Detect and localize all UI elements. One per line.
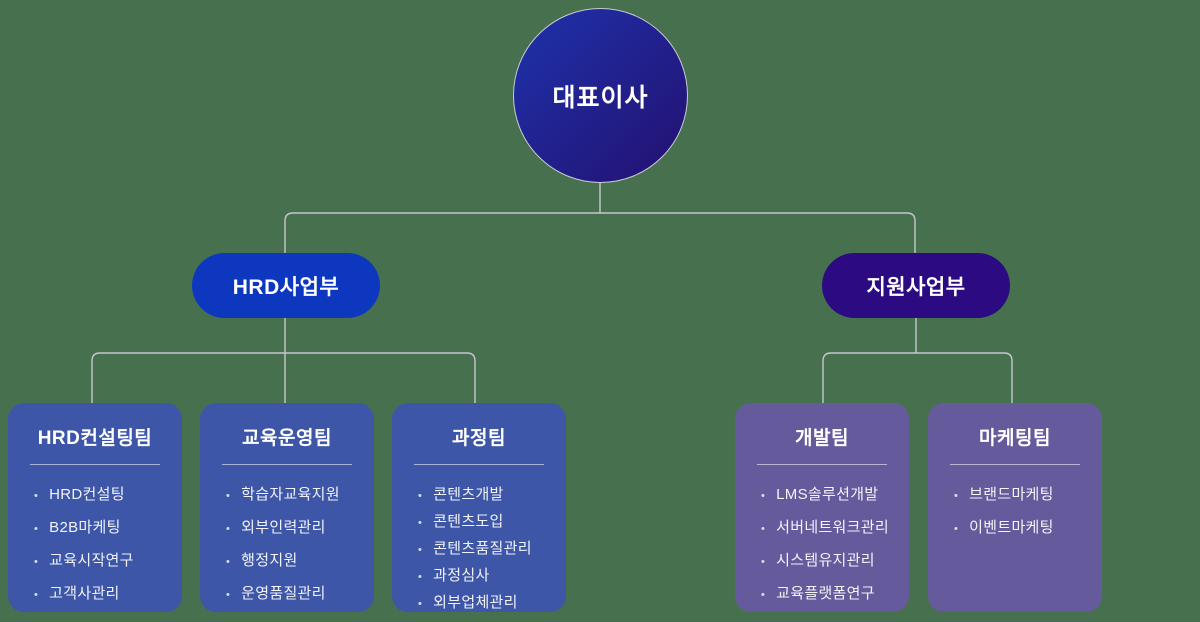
list-item: • 이벤트마케팅 bbox=[954, 518, 1094, 539]
list-item: • 시스템유지관리 bbox=[761, 551, 901, 572]
team-title: 과정팀 bbox=[452, 428, 506, 449]
list-item: • 행정지원 bbox=[226, 551, 366, 572]
list-item: • 운영품질관리 bbox=[226, 584, 366, 605]
team-box-hrd-consulting: HRD컨설팅팀 • HRD컨설팅 • B2B마케팅 • 교육시작연구 • 고객사관리 bbox=[8, 403, 182, 612]
bullet-dot: • bbox=[34, 523, 39, 535]
bullet-dot: • bbox=[761, 556, 766, 568]
list-item: • 콘텐츠품질관리 bbox=[418, 539, 558, 560]
bullet-dot: • bbox=[418, 490, 423, 502]
list-item-text: 학습자교육지원 bbox=[241, 486, 340, 503]
list-item: • 과정심사 bbox=[418, 566, 558, 587]
ceo-node: 대표이사 bbox=[513, 8, 688, 183]
bullet-dot: • bbox=[418, 517, 423, 529]
list-item: • 콘텐츠도입 bbox=[418, 512, 558, 533]
bullet-dot: • bbox=[418, 571, 423, 583]
list-item: • 외부업체관리 bbox=[418, 593, 558, 614]
division-pill-support-label: 지원사업부 bbox=[866, 275, 966, 299]
list-item-text: 이벤트마케팅 bbox=[969, 519, 1054, 536]
bullet-dot: • bbox=[954, 490, 959, 502]
bullet-dot: • bbox=[34, 490, 39, 502]
list-item-text: 서버네트워크관리 bbox=[776, 519, 889, 536]
list-item: • 외부인력관리 bbox=[226, 518, 366, 539]
team-divider bbox=[222, 464, 352, 465]
list-item-text: 브랜드마케팅 bbox=[969, 486, 1054, 503]
list-item: • 학습자교육지원 bbox=[226, 485, 366, 506]
list-item-text: LMS솔루션개발 bbox=[776, 486, 879, 503]
bullet-dot: • bbox=[761, 589, 766, 601]
team-box-development: 개발팀 • LMS솔루션개발 • 서버네트워크관리 • 시스템유지관리 • 교육플랫폼연구 bbox=[735, 403, 909, 612]
division-pill-hrd-label: HRD사업부 bbox=[232, 275, 340, 299]
list-item: • 고객사관리 bbox=[34, 584, 174, 605]
list-item-text: 교육플랫폼연구 bbox=[776, 585, 875, 602]
bullet-dot: • bbox=[226, 556, 231, 568]
list-item-text: 콘텐츠품질관리 bbox=[433, 540, 532, 557]
list-item-text: 고객사관리 bbox=[49, 585, 120, 602]
team-divider bbox=[414, 464, 544, 465]
bullet-dot: • bbox=[954, 523, 959, 535]
list-item-text: 행정지원 bbox=[241, 552, 298, 569]
list-item: • 교육플랫폼연구 bbox=[761, 584, 901, 605]
list-item: • B2B마케팅 bbox=[34, 518, 174, 539]
bullet-dot: • bbox=[226, 523, 231, 535]
list-item-text: 콘텐츠도입 bbox=[433, 513, 504, 530]
team-box-marketing: 마케팅팀 • 브랜드마케팅 • 이벤트마케팅 bbox=[928, 403, 1102, 612]
list-item: • 콘텐츠개발 bbox=[418, 485, 558, 506]
bullet-dot: • bbox=[761, 490, 766, 502]
list-item: • LMS솔루션개발 bbox=[761, 485, 901, 506]
list-item: • 교육시작연구 bbox=[34, 551, 174, 572]
list-item-text: 시스템유지관리 bbox=[776, 552, 875, 569]
list-item: • HRD컨설팅 bbox=[34, 485, 174, 506]
division-pill-hrd: HRD사업부 bbox=[192, 253, 380, 318]
bullet-dot: • bbox=[34, 556, 39, 568]
team-list: • HRD컨설팅 • B2B마케팅 • 교육시작연구 • 고객사관리 bbox=[8, 485, 182, 605]
bullet-dot: • bbox=[418, 544, 423, 556]
list-item-text: 콘텐츠개발 bbox=[433, 486, 504, 503]
team-title: 마케팅팀 bbox=[979, 428, 1051, 449]
list-item-text: 외부인력관리 bbox=[241, 519, 326, 536]
list-item: • 서버네트워크관리 bbox=[761, 518, 901, 539]
connector-divisions bbox=[284, 212, 916, 253]
team-title: HRD컨설팅팀 bbox=[37, 428, 153, 449]
list-item-text: 교육시작연구 bbox=[49, 552, 134, 569]
bullet-dot: • bbox=[34, 589, 39, 601]
connector-hrd-teams bbox=[91, 352, 476, 403]
team-divider bbox=[30, 464, 160, 465]
team-divider bbox=[950, 464, 1080, 465]
bullet-dot: • bbox=[226, 490, 231, 502]
ceo-label: 대표이사 bbox=[552, 83, 649, 112]
list-item-text: 외부업체관리 bbox=[433, 594, 518, 611]
division-pill-support: 지원사업부 bbox=[822, 253, 1010, 318]
bullet-dot: • bbox=[418, 598, 423, 610]
bullet-dot: • bbox=[761, 523, 766, 535]
team-box-education-ops: 교육운영팀 • 학습자교육지원 • 외부인력관리 • 행정지원 • 운영품질관리 bbox=[200, 403, 374, 612]
team-box-course: 과정팀 • 콘텐츠개발 • 콘텐츠도입 • 콘텐츠품질관리 • 과정심사 • 외부업체관리 bbox=[392, 403, 566, 612]
list-item-text: HRD컨설팅 bbox=[49, 486, 125, 503]
team-title: 교육운영팀 bbox=[242, 428, 332, 449]
team-divider bbox=[757, 464, 887, 465]
list-item-text: B2B마케팅 bbox=[49, 519, 121, 536]
connector-support-teams bbox=[822, 352, 1013, 403]
team-list: • 학습자교육지원 • 외부인력관리 • 행정지원 • 운영품질관리 bbox=[200, 485, 374, 605]
bullet-dot: • bbox=[226, 589, 231, 601]
team-list: • 콘텐츠개발 • 콘텐츠도입 • 콘텐츠품질관리 • 과정심사 • 외부업체관리 bbox=[392, 485, 566, 614]
list-item-text: 과정심사 bbox=[433, 567, 490, 584]
team-list: • 브랜드마케팅 • 이벤트마케팅 bbox=[928, 485, 1102, 539]
list-item-text: 운영품질관리 bbox=[241, 585, 326, 602]
list-item: • 브랜드마케팅 bbox=[954, 485, 1094, 506]
team-title: 개발팀 bbox=[795, 428, 849, 449]
team-list: • LMS솔루션개발 • 서버네트워크관리 • 시스템유지관리 • 교육플랫폼연구 bbox=[735, 485, 909, 605]
